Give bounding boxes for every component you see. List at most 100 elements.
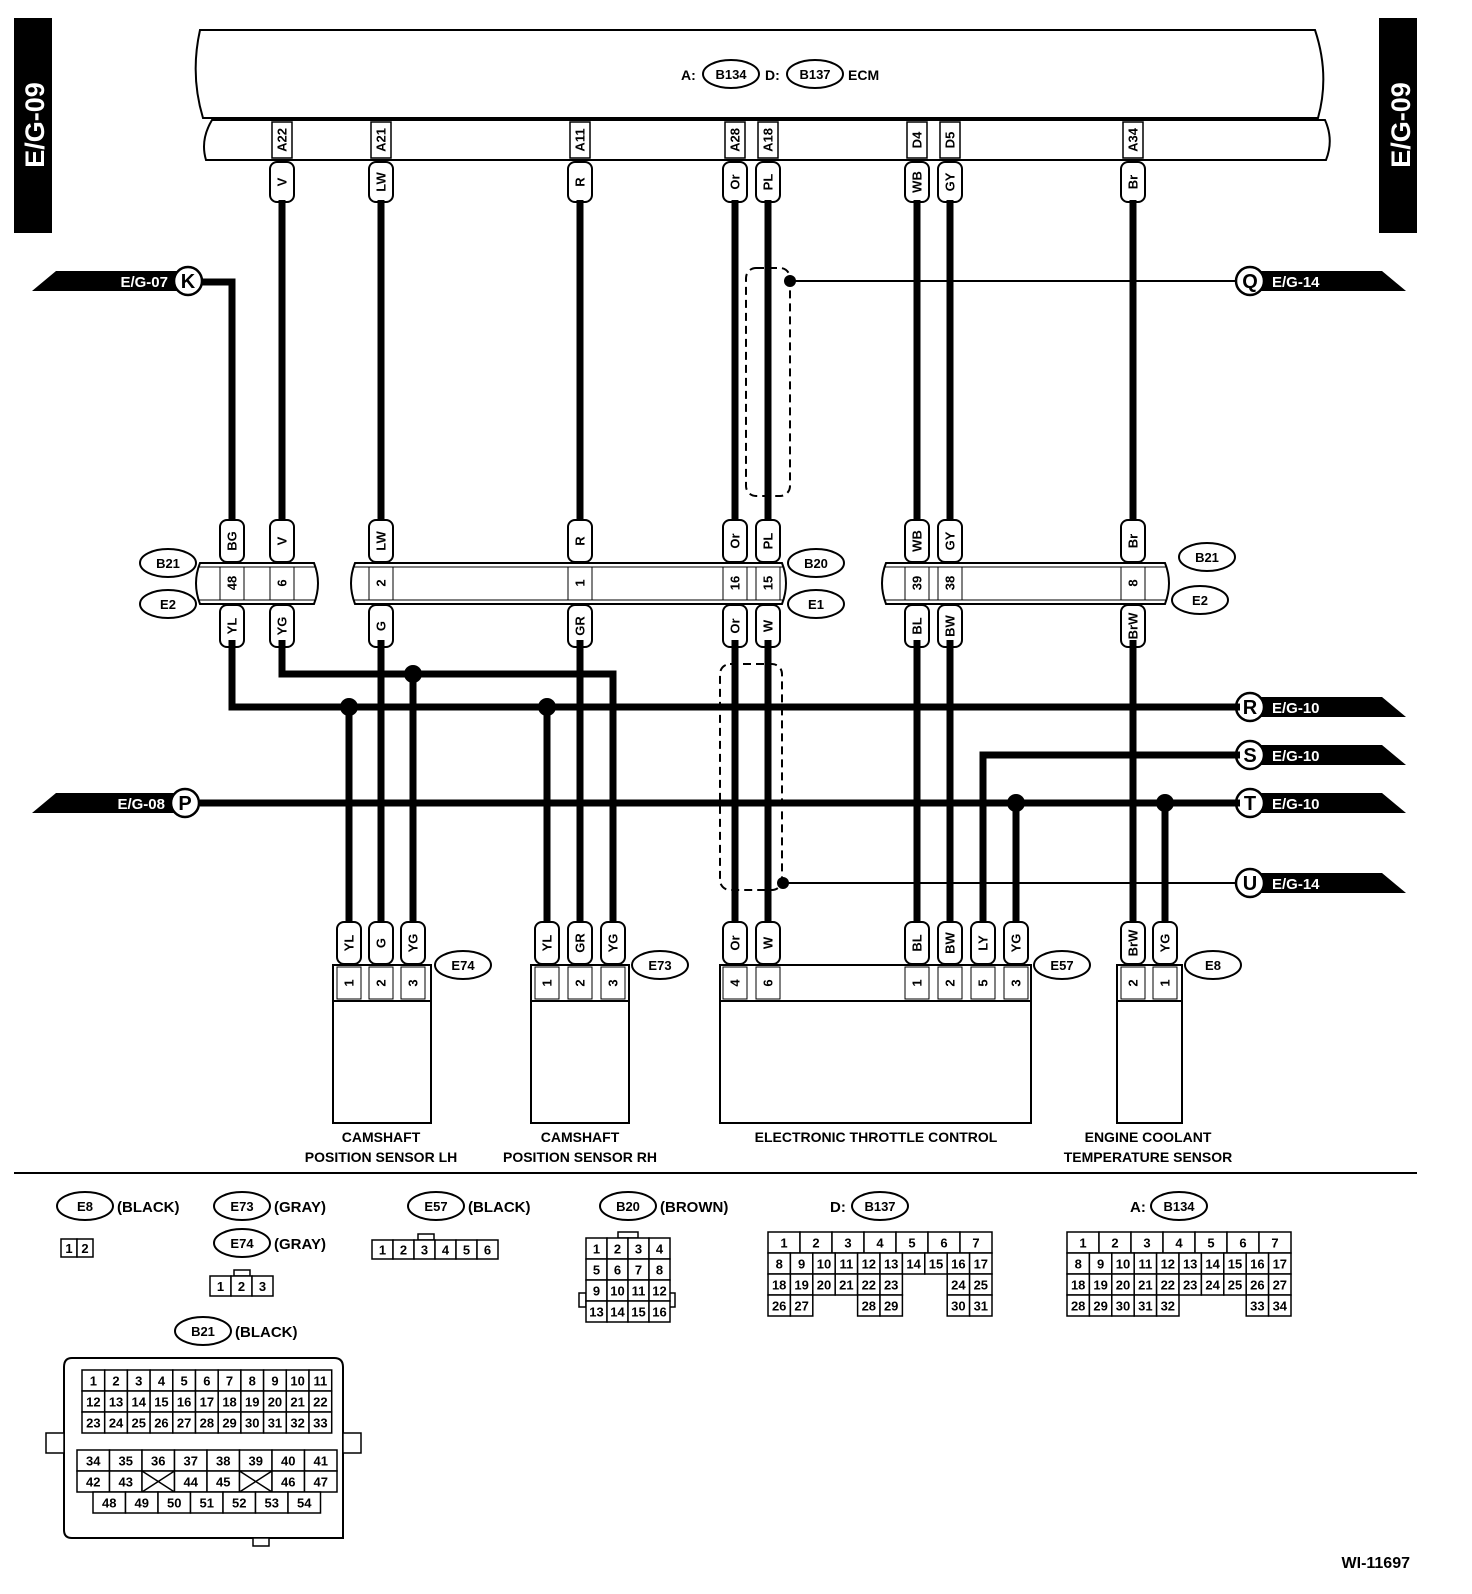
legend-b21-upper-pin: 3 bbox=[135, 1374, 142, 1389]
junction-top-id-label: B21 bbox=[1195, 550, 1219, 565]
component-name-line2: POSITION SENSOR LH bbox=[305, 1149, 457, 1165]
legend-d-prefix: D: bbox=[830, 1199, 846, 1216]
legend-a-b134-pin: 6 bbox=[1239, 1236, 1246, 1251]
component-pin: 1 bbox=[540, 979, 555, 986]
legend-b21-lower-pin: 35 bbox=[119, 1454, 133, 1469]
legend-b21-upper-pin: 9 bbox=[271, 1374, 278, 1389]
legend-d-b137-pin: 22 bbox=[862, 1278, 876, 1293]
junction-bottom-color-text: BL bbox=[910, 617, 925, 634]
legend-a-b134-pin: 7 bbox=[1271, 1236, 1278, 1251]
component-wire-color-text: BW bbox=[943, 931, 958, 953]
legend-d-b137-pin: 17 bbox=[974, 1257, 988, 1272]
legend-b21-lower-pin: 43 bbox=[119, 1475, 133, 1490]
legend-b21-upper-pin: 23 bbox=[86, 1416, 100, 1431]
component-pin: 1 bbox=[342, 979, 357, 986]
legend-e74-id-label: E74 bbox=[230, 1236, 254, 1251]
component-id-label: E57 bbox=[1050, 958, 1073, 973]
legend-b20-pin: 13 bbox=[589, 1305, 603, 1320]
legend-b21-upper-pin: 20 bbox=[268, 1395, 282, 1410]
ref-Q[interactable]: E/G-14Q bbox=[1234, 265, 1406, 297]
ref-R[interactable]: E/G-10R bbox=[1234, 691, 1406, 723]
ref-U-page: E/G-14 bbox=[1272, 876, 1320, 893]
component-wire-color-text: YL bbox=[342, 935, 357, 952]
ecm-pin-number: A11 bbox=[573, 128, 588, 151]
component-wire-color: YL bbox=[336, 921, 362, 965]
ecm-pin-number: A28 bbox=[728, 128, 743, 152]
legend-d-b137-pin: 18 bbox=[772, 1278, 786, 1293]
ecm-pin-color: R bbox=[567, 161, 593, 203]
legend-b21-upper-pin: 32 bbox=[290, 1416, 304, 1431]
legend-a-b134-pin: 30 bbox=[1116, 1299, 1130, 1314]
ecm-pin-number: A22 bbox=[275, 128, 290, 152]
legend-b21-upper-pin: 2 bbox=[112, 1374, 119, 1389]
legend-b21-upper-pin: 31 bbox=[268, 1416, 282, 1431]
legend-b20-pin: 10 bbox=[610, 1284, 624, 1299]
component-pin: 2 bbox=[374, 979, 389, 986]
junction-bottom-id: E2 bbox=[1171, 585, 1229, 615]
junction-bottom-id: E1 bbox=[787, 589, 845, 619]
legend-e74-pin: 2 bbox=[238, 1279, 245, 1294]
ecm-pin-color-text: GY bbox=[943, 172, 958, 191]
ref-U[interactable]: E/G-14U bbox=[1234, 867, 1406, 899]
legend-d-b137-pin: 31 bbox=[974, 1299, 988, 1314]
side-tab-left-label: E/G-09 bbox=[20, 82, 50, 168]
legend-b20-pin: 15 bbox=[631, 1305, 645, 1320]
junction-top-color: BG bbox=[219, 519, 245, 563]
legend-a-b134-pin: 29 bbox=[1093, 1299, 1107, 1314]
legend-d-b137-pin: 4 bbox=[876, 1236, 884, 1251]
ecm-pin-number: D5 bbox=[943, 132, 958, 149]
component-name-line1: ELECTRONIC THROTTLE CONTROL bbox=[755, 1129, 998, 1145]
legend-d-b137-pin: 8 bbox=[776, 1257, 783, 1272]
ref-R-letter: R bbox=[1243, 697, 1258, 719]
legend-e57-pin: 1 bbox=[379, 1243, 386, 1258]
legend-b21-upper-pin: 5 bbox=[181, 1374, 188, 1389]
component-wire-color: YG bbox=[1152, 921, 1178, 965]
ecm-pin-color-text: V bbox=[275, 177, 290, 186]
junction-pin: 8 bbox=[1126, 579, 1141, 586]
legend-a-b134-pin: 33 bbox=[1250, 1299, 1264, 1314]
ref-T[interactable]: E/G-10T bbox=[1234, 787, 1406, 819]
junction-top-color-text: LW bbox=[374, 531, 389, 551]
junction-top-color: V bbox=[269, 519, 295, 563]
legend-d-b137-pin: 9 bbox=[798, 1257, 805, 1272]
side-tab-left: E/G-09 bbox=[14, 18, 52, 233]
legend-b21-upper-pin: 18 bbox=[222, 1395, 236, 1410]
legend-b21-upper-pin: 8 bbox=[249, 1374, 256, 1389]
ref-S[interactable]: E/G-10S bbox=[1234, 739, 1406, 771]
legend-b21-upper-pin: 4 bbox=[158, 1374, 166, 1389]
junction-top-color-text: Br bbox=[1126, 534, 1141, 548]
ecm-pin-color: Or bbox=[722, 161, 748, 203]
component-wire-color: BrW bbox=[1120, 921, 1146, 965]
legend-e57-pin: 5 bbox=[463, 1243, 470, 1258]
component-wire-color: Or bbox=[722, 921, 748, 965]
legend-a-b134-pin: 17 bbox=[1273, 1257, 1287, 1272]
legend-e57-color: (BLACK) bbox=[468, 1199, 530, 1216]
junction-bottom-color-text: G bbox=[374, 621, 389, 631]
legend-d-b137-pin: 11 bbox=[840, 1257, 854, 1272]
junction-bottom-color-text: BW bbox=[943, 614, 958, 636]
component-wire-color-text: YG bbox=[406, 934, 421, 953]
legend-a-b134-pin: 22 bbox=[1161, 1278, 1175, 1293]
legend-e57-pin: 6 bbox=[484, 1243, 491, 1258]
junction-bottom-id-label: E2 bbox=[1192, 593, 1208, 608]
legend-e73-id-label: E73 bbox=[230, 1199, 253, 1214]
legend-b21-lower-pin: 34 bbox=[86, 1454, 101, 1469]
legend-d-b137-pin: 16 bbox=[951, 1257, 965, 1272]
lower-wires bbox=[200, 640, 1240, 924]
legend-a-b134-id-label: B134 bbox=[1163, 1199, 1195, 1214]
legend-a-b134-pin: 10 bbox=[1116, 1257, 1130, 1272]
junction-top-color: PL bbox=[755, 519, 781, 563]
legend-e8-pin: 1 bbox=[65, 1241, 72, 1256]
component-wire-color: G bbox=[368, 921, 394, 965]
